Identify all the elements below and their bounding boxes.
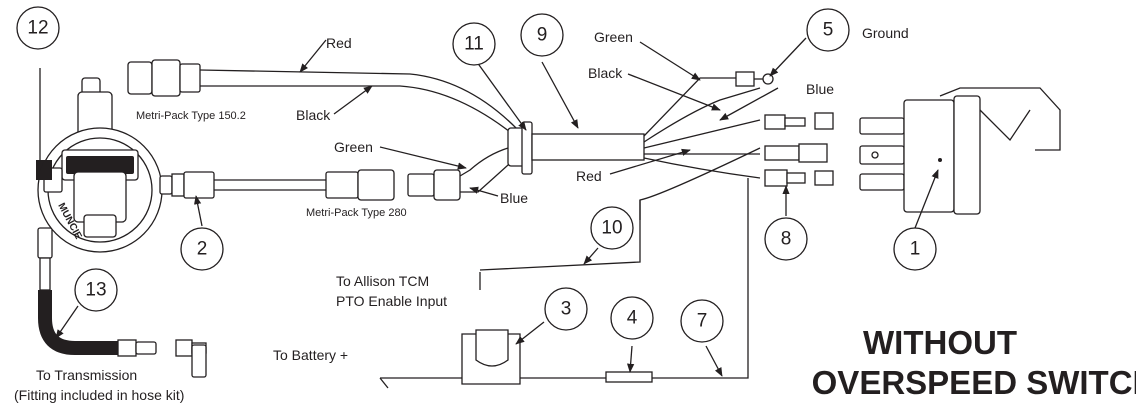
svg-text:5: 5 (823, 20, 834, 41)
label-pto-enable: PTO Enable Input (336, 293, 447, 309)
callout-10: 11 (452, 22, 496, 66)
svg-text:13: 13 (85, 280, 106, 301)
transmission-hose (37, 227, 207, 378)
callout-3: 3 (544, 287, 588, 331)
label-red-top: Red (326, 35, 352, 51)
battery-circuit (380, 147, 761, 385)
label-red-right: Red (576, 168, 602, 184)
label-metri-pack-280: Metri-Pack Type 280 (306, 207, 407, 219)
label-metri-pack-150: Metri-Pack Type 150.2 (136, 110, 246, 122)
leader-lines (36, 37, 939, 389)
svg-text:11: 11 (464, 34, 484, 55)
label-black-top: Black (296, 107, 331, 123)
callout-7: 8 (764, 217, 808, 261)
svg-text:4: 4 (627, 308, 638, 329)
label-green-right: Green (594, 29, 633, 45)
label-blue-right: Blue (806, 81, 834, 97)
callout-4: 4 (610, 296, 654, 340)
label-green-left: Green (334, 139, 373, 155)
svg-text:12: 12 (27, 18, 48, 39)
metri-pack-280-connector (159, 169, 461, 201)
heading-line-2: OVERSPEED SWITCH (812, 364, 1136, 401)
label-to-transmission: To Transmission (36, 367, 137, 383)
metri-pack-150-connector (127, 59, 201, 97)
svg-text:9: 9 (537, 25, 548, 46)
label-to-battery: To Battery + (273, 347, 348, 363)
callout-11: 7 (680, 299, 724, 343)
callout-9: 10 (590, 206, 634, 250)
svg-text:7: 7 (697, 311, 708, 332)
rocker-switch (859, 87, 1061, 215)
callout-13: 13 (74, 268, 118, 312)
svg-text:10: 10 (601, 218, 622, 239)
svg-text:3: 3 (561, 299, 572, 320)
svg-text:1: 1 (910, 239, 921, 260)
label-allison-tcm: To Allison TCM (336, 273, 429, 289)
svg-text:2: 2 (197, 239, 208, 260)
callout-5: 5 (806, 8, 850, 52)
pto-solenoid-valve: MUNCIE (36, 77, 163, 253)
label-fitting-note: (Fitting included in hose kit) (14, 387, 184, 403)
wire-bundle (199, 69, 834, 193)
heading-line-1: WITHOUT (863, 324, 1017, 361)
callout-12: 12 (16, 6, 60, 50)
label-ground: Ground (862, 25, 909, 41)
label-black-right: Black (588, 65, 623, 81)
callout-1: 1 (893, 227, 937, 271)
callout-2: 2 (180, 227, 224, 271)
callout-8: 9 (520, 13, 564, 57)
label-blue-left: Blue (500, 190, 528, 206)
svg-text:8: 8 (781, 229, 792, 250)
